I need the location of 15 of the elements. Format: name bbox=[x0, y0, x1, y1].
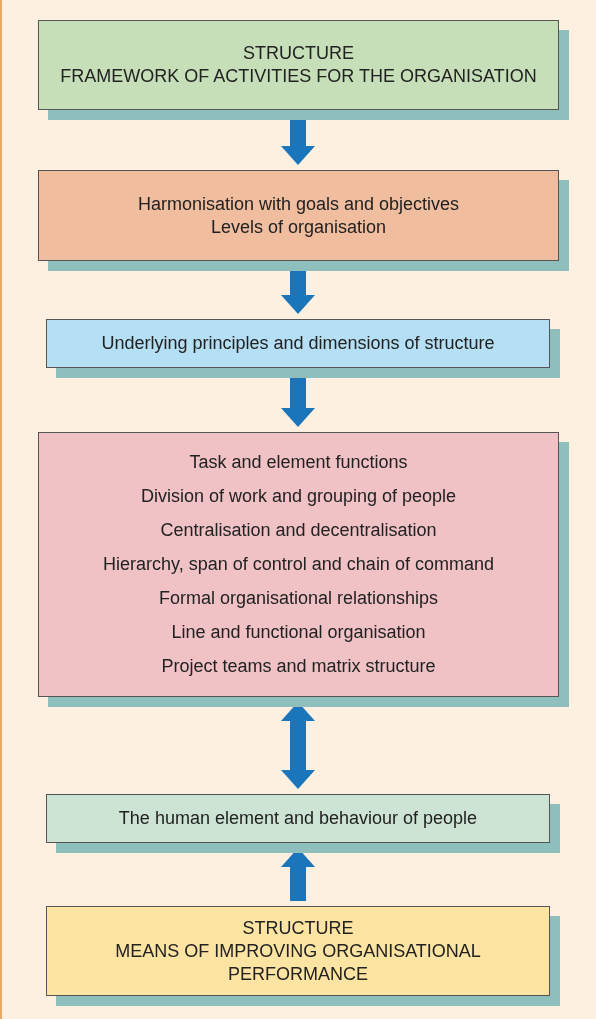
box-text: The human element and behaviour of people bbox=[118, 807, 478, 830]
box-text: Centralisation and decentralisation bbox=[160, 519, 437, 542]
box-text: Line and functional organisation bbox=[171, 621, 426, 644]
box-text: MEANS OF IMPROVING ORGANISATIONAL PERFORMANCE bbox=[114, 939, 482, 986]
box-text: Project teams and matrix structure bbox=[161, 655, 436, 678]
box-text: Hierarchy, span of control and chain of command bbox=[103, 553, 494, 576]
box-text: STRUCTURE bbox=[242, 916, 354, 940]
box-text: Levels of organisation bbox=[210, 215, 387, 239]
box-text: Formal organisational relationships bbox=[158, 587, 439, 610]
box-text: Division of work and grouping of people bbox=[140, 485, 457, 508]
box-text: Underlying principles and dimensions of structure bbox=[101, 332, 495, 355]
box-text: STRUCTURE bbox=[243, 42, 354, 65]
box-text: Task and element functions bbox=[189, 451, 408, 474]
box-text: Harmonisation with goals and objectives bbox=[137, 192, 460, 216]
box-text: FRAMEWORK OF ACTIVITIES FOR THE ORGANISATION bbox=[60, 65, 537, 88]
